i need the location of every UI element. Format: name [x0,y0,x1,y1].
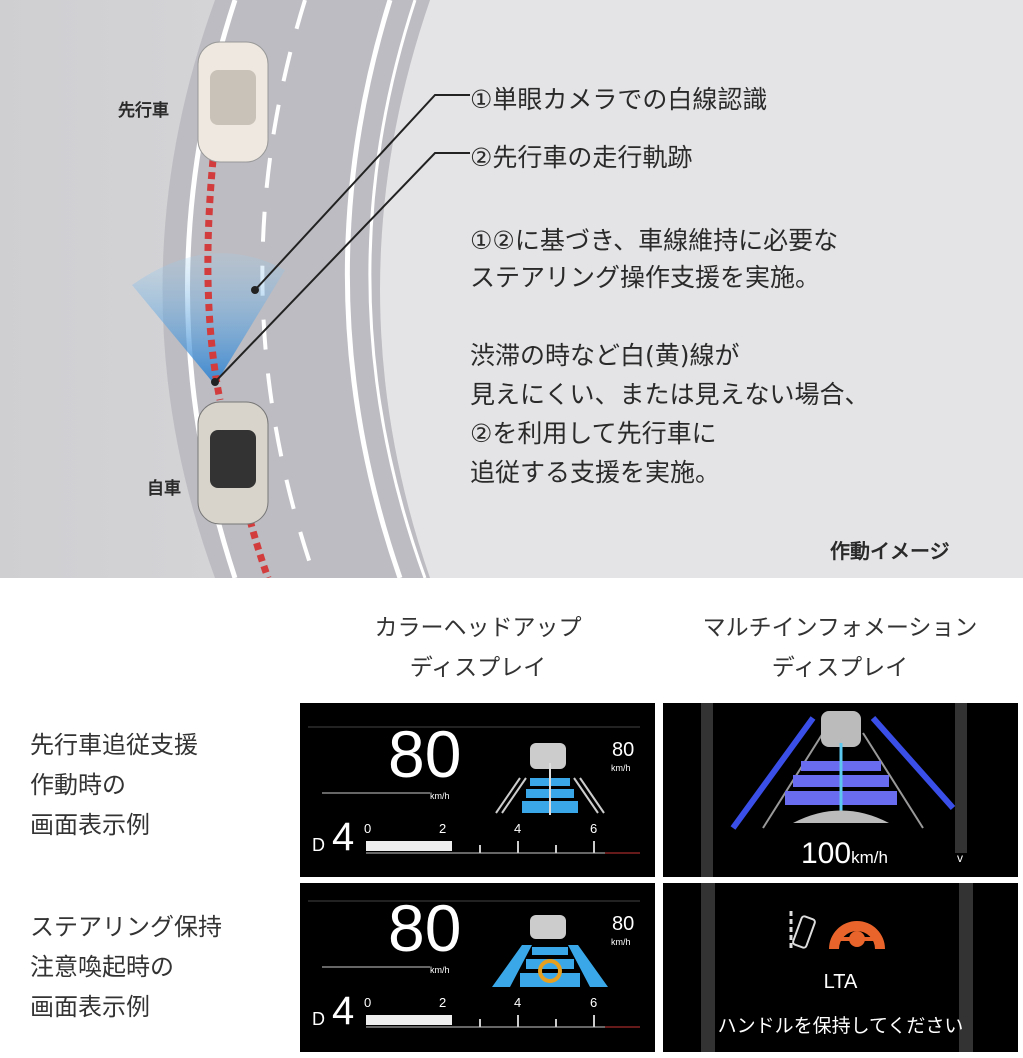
text-line: 見えにくい、または見えない場合、 [470,380,870,409]
tick-label: 0 [364,821,372,836]
text-line: カラーヘッドアップ [374,615,582,641]
hud-display-warning: 80 km/h 80 km/h D 4 0 2 4 6 [300,883,655,1052]
row-label-following: 先行車追従支援作動時の画面表示例 [30,725,198,845]
hud-gear-number: 4 [332,989,355,1033]
text-line: 注意喚起時の [30,953,174,981]
annotation-trajectory: ②先行車の走行軌跡 [470,143,693,172]
hud-set-unit: km/h [611,763,631,773]
description-lane-keep: ①②に基づき、車線維持に必要な ステアリング操作支援を実施。 [470,222,838,296]
speed-unit: km/h [851,848,888,867]
hud-display-following: 80 km/h 80 km/h D 4 0 2 4 6 [300,703,655,877]
text-line: 先行車追従支援 [30,731,198,759]
speed-value: 100 [801,837,852,870]
text-line: ディスプレイ [771,655,909,681]
text-line: 追従する支援を実施。 [470,458,721,487]
text-line: ①②に基づき、車線維持に必要な [470,226,839,255]
mid-display-following: 100km/h v [663,703,1018,877]
hud-gear: D [312,1009,325,1029]
annotation-camera: ①単眼カメラでの白線認識 [470,85,768,114]
road-diagram [0,0,1023,578]
tick-label: 4 [514,995,522,1010]
mid-set-speed: 100km/h [801,837,888,871]
lta-illustration: 先行車 自車 ①単眼カメラでの白線認識 ②先行車の走行軌跡 ①②に基づき、車線維… [0,0,1023,578]
hud-speed: 80 [388,717,462,791]
hud-gear: D [312,835,325,855]
tick-label: 6 [590,821,598,836]
steering-wheel-icon [829,921,885,949]
lead-car [197,41,269,163]
text-line: マルチインフォメーション [702,615,978,641]
description-follow: 渋滞の時など白(黄)線が 見えにくい、または見えない場合、 ②を利用して先行車に… [470,336,870,492]
tick-label: 2 [439,995,447,1010]
hud-speed-unit: km/h [430,791,450,801]
hud-set-speed: 80 [612,739,635,761]
lane-departure-icon [789,911,816,949]
text-line: ステアリング保持 [30,913,222,941]
caption: 作動イメージ [830,539,950,563]
text-line: 渋滞の時など白(黄)線が [470,341,740,370]
own-car-label: 自車 [147,479,181,499]
hud-speed-unit: km/h [430,965,450,975]
row-label-steering-warning: ステアリング保持注意喚起時の画面表示例 [30,907,222,1027]
column-header-mid: マルチインフォメーションディスプレイ [680,608,1000,688]
text-line: 画面表示例 [30,993,150,1021]
tick-label: 0 [364,995,372,1010]
tick-label: 2 [439,821,447,836]
hud-gear-number: 4 [332,815,355,859]
lead-car-label: 先行車 [118,101,169,121]
hud-speed: 80 [388,891,462,965]
tick-label: 4 [514,821,522,836]
text-line: 作動時の [30,771,126,799]
chevron-down-icon: v [957,851,963,865]
tick-label: 6 [590,995,598,1010]
text-line: ステアリング操作支援を実施。 [470,263,821,292]
text-line: ②を利用して先行車に [470,419,717,448]
hud-set-speed: 80 [612,913,635,935]
text-line: ディスプレイ [409,655,547,681]
column-header-hud: カラーヘッドアップディスプレイ [318,608,638,688]
text-line: 画面表示例 [30,811,150,839]
mid-display-warning: LTA ハンドルを保持してください [663,883,1018,1052]
lta-title: LTA [823,971,858,993]
own-car [197,401,269,525]
hold-steering-message: ハンドルを保持してください [717,1016,964,1037]
hud-set-unit: km/h [611,937,631,947]
